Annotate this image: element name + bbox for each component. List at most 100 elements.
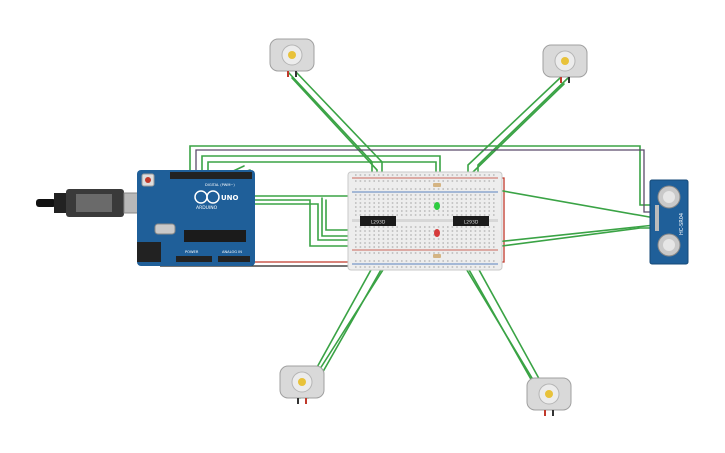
motor-bottom-left[interactable]: [279, 365, 325, 404]
breadboard-hole: [483, 252, 486, 254]
arduino-brand-label: ARDUINO: [196, 205, 218, 211]
led-red[interactable]: [434, 229, 440, 237]
breadboard-hole: [451, 198, 454, 200]
breadboard-hole: [378, 260, 380, 262]
motor-driver-left[interactable]: [360, 216, 396, 226]
breadboard-hole: [405, 252, 408, 254]
breadboard-hole: [470, 202, 472, 204]
wire-motor-tl-a[interactable]: [287, 71, 373, 187]
breadboard-hole: [488, 226, 490, 228]
breadboard-hole: [391, 206, 394, 208]
breadboard-hole: [428, 226, 431, 228]
breadboard-hole: [401, 180, 403, 182]
wire-sensor-trig[interactable]: [195, 149, 655, 213]
breadboard-hole: [479, 202, 481, 204]
wire-ard-bb-3[interactable]: [254, 203, 361, 241]
breadboard-hole: [405, 194, 408, 196]
breadboard-hole: [355, 202, 357, 204]
breadboard-hole: [428, 194, 431, 196]
breadboard-hole: [433, 214, 435, 216]
breadboard-hole: [401, 246, 403, 248]
breadboard-hole: [378, 214, 380, 216]
breadboard-hole: [424, 206, 426, 208]
breadboard-hole: [447, 214, 449, 216]
breadboard-hole: [401, 210, 403, 212]
breadboard-hole: [414, 210, 417, 212]
breadboard-hole: [368, 242, 371, 244]
breadboard-hole: [465, 242, 467, 244]
breadboard-hole: [405, 238, 408, 240]
wire-sensor-extra[interactable]: [485, 227, 656, 249]
usb-plug-collar: [54, 193, 68, 213]
wire-motor-br-c[interactable]: [461, 261, 533, 379]
breadboard-hole: [387, 188, 389, 190]
breadboard-hole: [396, 194, 398, 196]
breadboard-hole: [364, 188, 366, 190]
breadboard[interactable]: L293D L293D: [347, 171, 503, 271]
motor-driver-right[interactable]: [453, 216, 489, 226]
breadboard-hole: [428, 230, 431, 232]
breadboard-hole: [368, 234, 371, 236]
breadboard-hole: [401, 206, 403, 208]
breadboard-hole: [396, 174, 398, 176]
breadboard-hole: [493, 246, 495, 248]
breadboard-hole: [387, 260, 389, 262]
breadboard-hole: [355, 226, 357, 228]
breadboard-hole: [419, 260, 421, 262]
breadboard-hole: [364, 174, 366, 176]
wire-sensor-vcc[interactable]: [189, 145, 656, 206]
motor-bottom-right[interactable]: [526, 377, 572, 416]
breadboard-hole: [424, 194, 426, 196]
breadboard-hole: [355, 246, 357, 248]
breadboard-hole: [488, 242, 490, 244]
resistor-bottom[interactable]: [433, 254, 441, 258]
breadboard-hole: [382, 180, 385, 182]
led-green[interactable]: [434, 202, 440, 210]
breadboard-hole: [470, 180, 472, 182]
breadboard-hole: [364, 202, 366, 204]
breadboard-hole: [355, 198, 357, 200]
breadboard-hole: [465, 266, 467, 268]
breadboard-hole: [387, 252, 389, 254]
breadboard-hole: [451, 206, 454, 208]
breadboard-hole: [378, 202, 380, 204]
breadboard-hole: [465, 180, 467, 182]
resistor-top[interactable]: [433, 183, 441, 187]
breadboard-hole: [424, 180, 426, 182]
breadboard-hole: [465, 246, 467, 248]
breadboard-hole: [488, 180, 490, 182]
breadboard-hole: [433, 198, 435, 200]
breadboard-hole: [410, 242, 412, 244]
wire-sensor-gnd[interactable]: [485, 224, 656, 244]
breadboard-hole: [414, 214, 417, 216]
wire-ard-bb-2[interactable]: [254, 199, 361, 247]
breadboard-hole: [387, 242, 389, 244]
wire-motor-bl-c[interactable]: [317, 261, 389, 373]
breadboard-hole: [368, 246, 371, 248]
breadboard-hole: [433, 266, 435, 268]
breadboard-hole: [456, 214, 458, 216]
breadboard-hole: [405, 246, 408, 248]
breadboard-hole: [410, 234, 412, 236]
breadboard-hole: [355, 194, 357, 196]
breadboard-hole: [442, 226, 444, 228]
power-label: POWER: [185, 250, 199, 254]
breadboard-hole: [465, 260, 467, 262]
arduino-uno[interactable]: UNO ARDUINO DIGITAL (PWM~) POWER ANALOG …: [36, 170, 255, 266]
breadboard-hole: [465, 194, 467, 196]
breadboard-hole: [382, 242, 385, 244]
breadboard-hole: [419, 214, 421, 216]
ultrasonic-sensor[interactable]: HC-SR04: [649, 179, 689, 265]
motor-top-left[interactable]: [269, 38, 315, 77]
breadboard-hole: [401, 188, 403, 190]
breadboard-hole: [447, 246, 449, 248]
breadboard-hole: [378, 198, 380, 200]
breadboard-hole: [460, 242, 463, 244]
breadboard-hole: [401, 234, 403, 236]
breadboard-hole: [428, 234, 431, 236]
breadboard-hole: [465, 202, 467, 204]
motor-top-right[interactable]: [542, 44, 588, 83]
breadboard-hole: [387, 226, 389, 228]
wire-sensor-echo[interactable]: [485, 187, 656, 219]
breadboard-hole: [483, 206, 486, 208]
